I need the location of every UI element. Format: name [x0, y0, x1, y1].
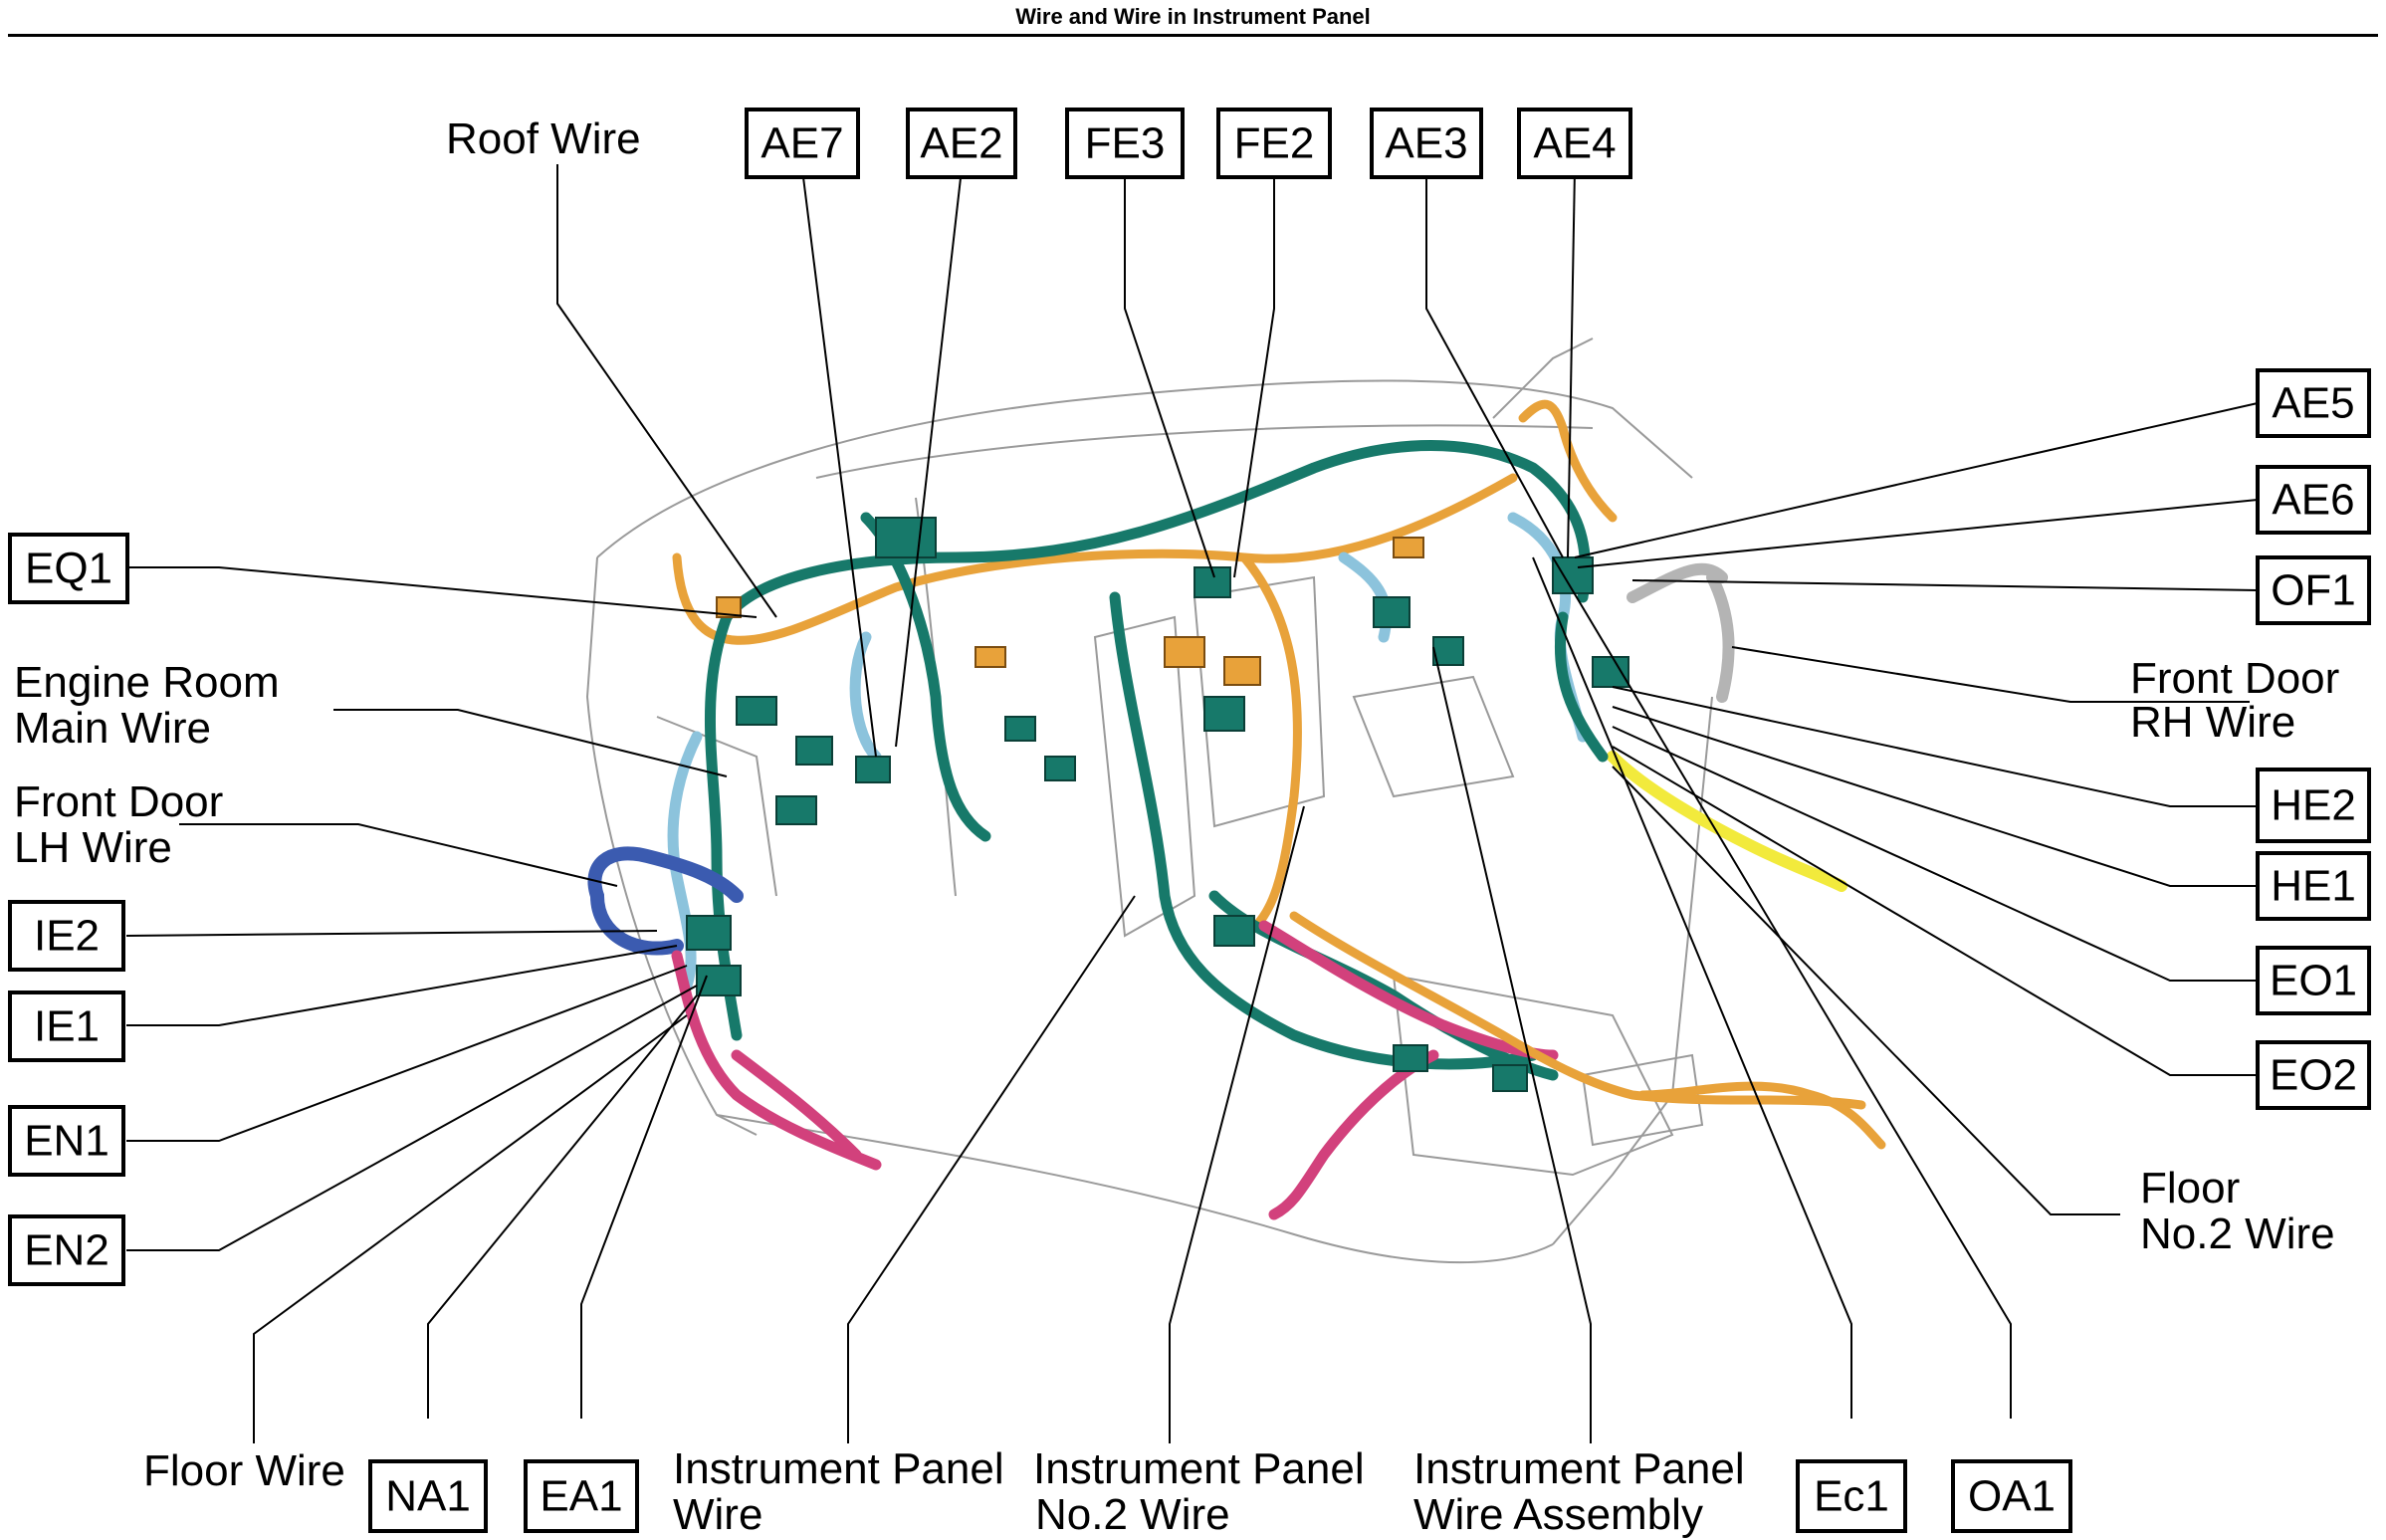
- floor-no2-wire-line1: Floor: [2140, 1164, 2240, 1212]
- code-box-EO1[interactable]: EO1: [2256, 946, 2371, 1015]
- leader-lines: [125, 164, 2259, 1443]
- floor-wire-line1: Floor Wire: [143, 1446, 345, 1495]
- connector-blocks: [686, 517, 1629, 1092]
- label-floor-no2-wire: Floor No.2 Wire: [2140, 1164, 2335, 1258]
- label-instrument-panel-no2-wire: Instrument Panel No.2 Wire: [1033, 1444, 1365, 1539]
- code-box-EA1[interactable]: EA1: [524, 1459, 639, 1533]
- label-front-door-rh-wire: Front Door RH Wire: [2130, 654, 2339, 747]
- instrument-panel-wire-line1: Instrument Panel: [673, 1444, 1004, 1493]
- code-box-NA1[interactable]: NA1: [368, 1459, 488, 1533]
- code-box-AE6[interactable]: AE6: [2256, 465, 2371, 535]
- code-box-AE3[interactable]: AE3: [1370, 108, 1483, 179]
- label-instrument-panel-wire: Instrument Panel Wire: [673, 1444, 1004, 1539]
- label-engine-room-main-wire: Engine Room Main Wire: [14, 658, 280, 753]
- code-EN2: EN2: [24, 1226, 109, 1275]
- code-FE3: FE3: [1085, 119, 1166, 168]
- title-rule: [8, 34, 2378, 37]
- code-AE3: AE3: [1385, 119, 1467, 168]
- instrument-panel-no2-wire-line1: Instrument Panel: [1033, 1444, 1365, 1493]
- label-floor-wire: Floor Wire: [143, 1446, 345, 1495]
- code-HE2: HE2: [2271, 781, 2356, 830]
- code-box-AE5[interactable]: AE5: [2256, 368, 2371, 438]
- code-box-AE2[interactable]: AE2: [906, 108, 1017, 179]
- code-EO2: EO2: [2270, 1051, 2357, 1100]
- code-EQ1: EQ1: [25, 545, 112, 593]
- code-box-EN2[interactable]: EN2: [8, 1214, 125, 1286]
- instrument-panel-wire-assembly-line1: Instrument Panel: [1413, 1444, 1745, 1493]
- code-EA1: EA1: [540, 1472, 622, 1521]
- code-NA1: NA1: [385, 1472, 471, 1521]
- code-box-OF1[interactable]: OF1: [2256, 555, 2371, 625]
- code-box-EN1[interactable]: EN1: [8, 1105, 125, 1177]
- label-front-door-lh-wire: Front Door LH Wire: [14, 777, 223, 872]
- code-AE5: AE5: [2272, 379, 2354, 428]
- code-box-HE1[interactable]: HE1: [2256, 851, 2371, 921]
- code-Ec1: Ec1: [1814, 1472, 1889, 1521]
- front-door-rh-wire-line2: RH Wire: [2130, 698, 2295, 747]
- label-roof-wire: Roof Wire: [446, 114, 641, 163]
- label-instrument-panel-wire-assembly: Instrument Panel Wire Assembly: [1413, 1444, 1745, 1539]
- code-box-HE2[interactable]: HE2: [2256, 768, 2371, 843]
- code-box-OA1[interactable]: OA1: [1951, 1459, 2072, 1533]
- code-OA1: OA1: [1968, 1472, 2056, 1521]
- engine-room-main-wire-line2: Main Wire: [14, 704, 211, 753]
- front-door-lh-wire-line1: Front Door: [14, 777, 223, 826]
- code-box-AE7[interactable]: AE7: [745, 108, 860, 179]
- instrument-panel-wire-assembly-line2: Wire Assembly: [1413, 1490, 1703, 1539]
- code-EO1: EO1: [2270, 957, 2357, 1005]
- code-box-AE4[interactable]: AE4: [1517, 108, 1632, 179]
- front-door-rh-wire-line1: Front Door: [2130, 654, 2339, 703]
- code-AE7: AE7: [760, 119, 843, 168]
- code-EN1: EN1: [24, 1117, 109, 1166]
- code-OF1: OF1: [2271, 566, 2356, 615]
- instrument-panel-no2-wire-line2: No.2 Wire: [1035, 1490, 1230, 1539]
- code-AE2: AE2: [920, 119, 1002, 168]
- code-AE6: AE6: [2272, 476, 2354, 525]
- code-HE1: HE1: [2271, 862, 2356, 911]
- code-box-EO2[interactable]: EO2: [2256, 1040, 2371, 1110]
- code-AE4: AE4: [1533, 119, 1616, 168]
- code-box-EQ1[interactable]: EQ1: [8, 533, 129, 604]
- code-IE1: IE1: [34, 1002, 100, 1051]
- front-door-lh-wire-line2: LH Wire: [14, 823, 172, 872]
- roof-wire-line1: Roof Wire: [446, 114, 641, 163]
- instrument-panel-wire-line2: Wire: [673, 1490, 762, 1539]
- code-box-FE2[interactable]: FE2: [1216, 108, 1332, 179]
- code-box-IE2[interactable]: IE2: [8, 900, 125, 972]
- page-title: Wire and Wire in Instrument Panel: [1015, 4, 1371, 29]
- engine-room-main-wire-line1: Engine Room: [14, 658, 280, 707]
- code-IE2: IE2: [34, 912, 100, 961]
- code-box-FE3[interactable]: FE3: [1065, 108, 1185, 179]
- code-box-IE1[interactable]: IE1: [8, 990, 125, 1062]
- code-box-Ec1[interactable]: Ec1: [1796, 1459, 1907, 1533]
- code-FE2: FE2: [1234, 119, 1315, 168]
- floor-no2-wire-line2: No.2 Wire: [2140, 1210, 2335, 1258]
